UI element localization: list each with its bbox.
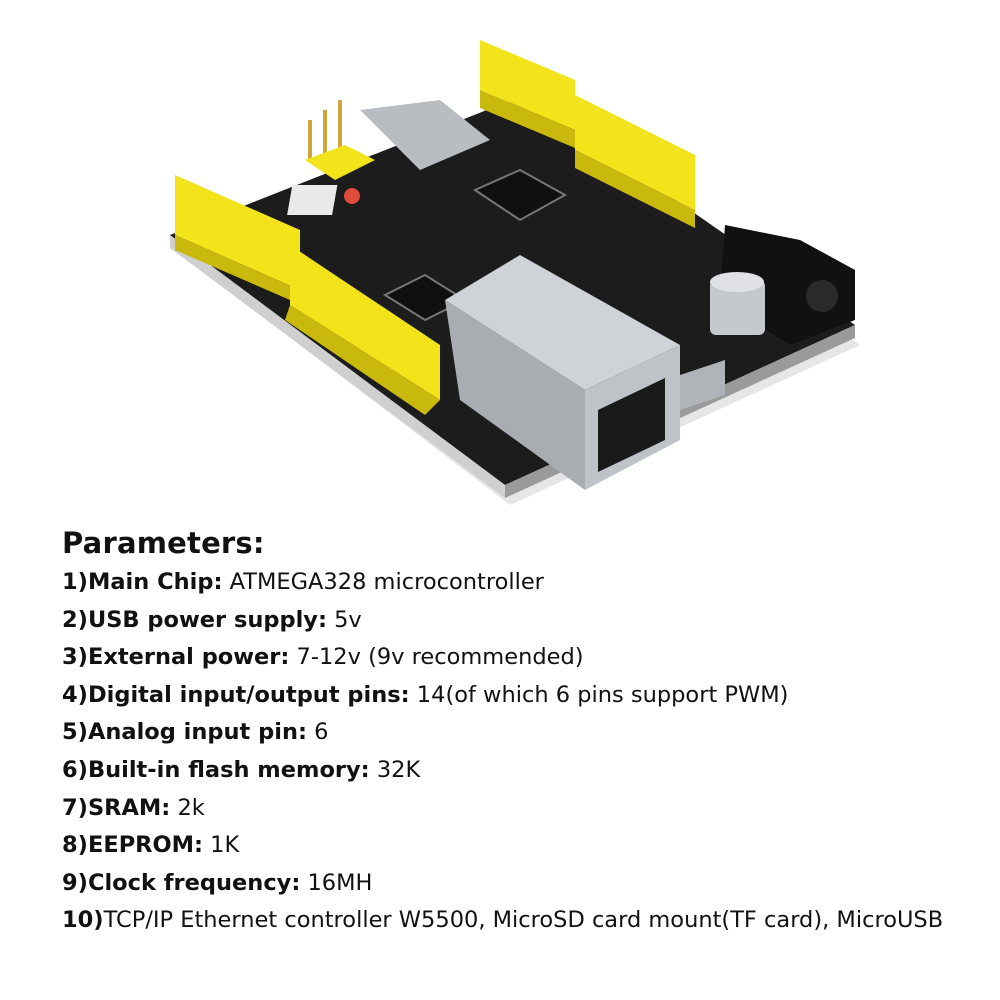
header-top-right (575, 95, 695, 228)
param-label: SRAM: (87, 794, 171, 821)
parameters-list: 1)Main Chip: ATMEGA328 microcontroller 2… (62, 564, 982, 940)
reset-button (287, 185, 338, 215)
param-label: Main Chip: (87, 569, 223, 595)
param-label: Built-in flash memory: (87, 756, 370, 783)
parameters-heading: Parameters: (62, 526, 265, 560)
pcb-edge (170, 235, 505, 498)
param-row: 6)Built-in flash memory: 32K (62, 752, 982, 790)
header-left-long (285, 245, 440, 415)
param-value: ATMEGA328 microcontroller (222, 569, 544, 595)
param-row: 4)Digital input/output pins: 14(of which… (62, 677, 982, 715)
param-row: 7)SRAM: 2k (62, 790, 982, 828)
ethernet-jack (445, 255, 680, 490)
param-number: 1) (62, 569, 88, 595)
param-value: 16MH (300, 869, 373, 896)
param-label: External power: (87, 644, 290, 671)
param-number: 5) (62, 719, 88, 746)
param-row: 3)External power: 7-12v (9v recommended) (62, 639, 982, 677)
param-row: 8)EEPROM: 1K (62, 827, 982, 865)
param-label: Analog input pin: (87, 719, 307, 746)
atmega-chip (472, 168, 568, 222)
board-illustration (170, 40, 860, 505)
param-number: 2) (62, 606, 88, 633)
param-value: 6 (306, 719, 329, 746)
icsp-pins (308, 100, 342, 170)
param-value: 14(of which 6 pins support PWM) (409, 681, 789, 708)
header-left-short (175, 175, 300, 300)
param-number: 9) (62, 869, 88, 896)
capacitor (710, 272, 765, 335)
param-label: Clock frequency: (87, 869, 301, 896)
param-value: 5v (326, 606, 362, 633)
param-number: 8) (62, 832, 88, 859)
param-label: USB power supply: (87, 606, 327, 633)
param-row: 5)Analog input pin: 6 (62, 714, 982, 752)
param-number: 7) (62, 794, 88, 821)
parameters-section: Parameters: 1)Main Chip: ATMEGA328 micro… (62, 526, 982, 940)
param-value: 32K (369, 756, 421, 783)
param-row: 2)USB power supply: 5v (62, 602, 982, 640)
param-value: 7-12v (9v recommended) (289, 644, 584, 671)
reset-button-cap (344, 188, 360, 204)
icsp-base (305, 145, 375, 180)
sd-slot (360, 100, 490, 170)
param-row: 9)Clock frequency: 16MH (62, 865, 982, 903)
header-top-left (480, 40, 575, 148)
param-row: 10)TCP/IP Ethernet controller W5500, Mic… (62, 902, 982, 940)
param-number: 4) (62, 681, 88, 708)
param-label: EEPROM: (87, 832, 204, 859)
param-number: 6) (62, 756, 88, 783)
param-value: TCP/IP Ethernet controller W5500, MicroS… (103, 907, 944, 934)
param-value: 2k (170, 794, 205, 821)
micro-usb (680, 360, 725, 410)
param-number: 3) (62, 644, 88, 671)
param-number: 10) (62, 907, 104, 934)
param-value: 1K (203, 832, 240, 859)
param-row: 1)Main Chip: ATMEGA328 microcontroller (62, 564, 982, 602)
param-label: Digital input/output pins: (87, 681, 410, 708)
